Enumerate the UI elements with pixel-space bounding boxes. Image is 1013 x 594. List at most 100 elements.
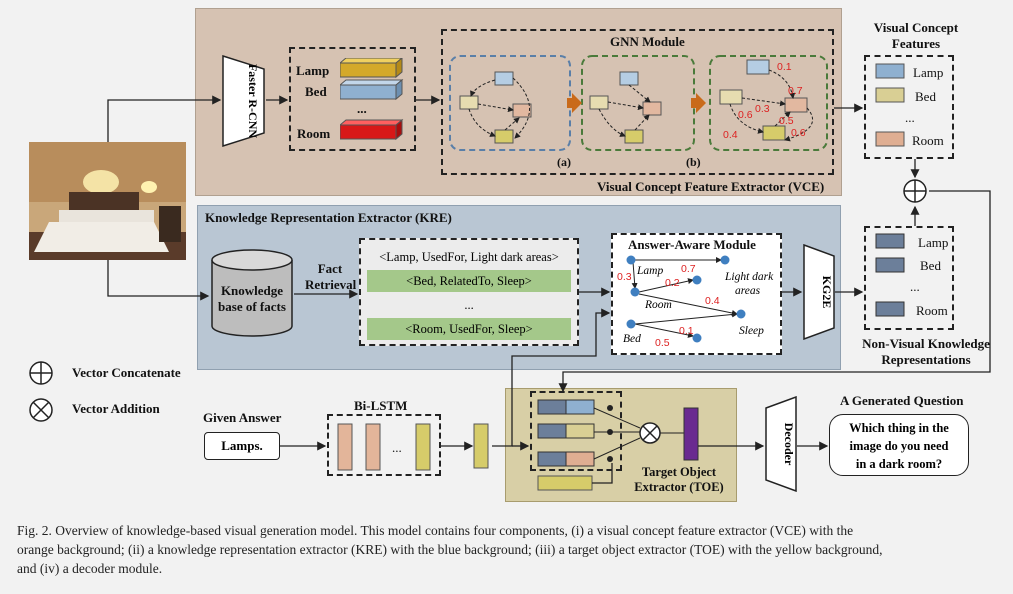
aam-title: Answer-Aware Module [628,237,756,252]
nonvisual-lamp: Lamp [918,235,949,250]
aam-weight: 0.7 [681,263,696,275]
toe-title-line2: Extractor (TOE) [634,480,724,494]
add-icon [29,398,53,422]
given-answer-title: Given Answer [203,410,282,425]
connector-arrows [107,95,991,484]
visual-feature-bed: Bed [915,89,936,104]
object-feature-bars [340,58,404,141]
fact-retrieval-line1: Fact [317,261,343,276]
nonvisual-title-line1: Non-Visual Knowledge [862,336,990,351]
aam-weight: 0.1 [679,325,694,337]
legend-add: Vector Addition [72,401,160,416]
visual-features-title-line1: Visual Concept [873,20,959,35]
gnn-title: GNN Module [610,34,685,49]
aam-node-sleep: Sleep [739,325,764,337]
visual-feature-blocks [875,63,905,147]
visual-features-title-line2: Features [891,36,941,51]
caption-line1: Fig. 2. Overview of knowledge-based visu… [17,523,854,538]
gnn-edge-weight: 0.5 [779,115,794,127]
decoder-block: Decoder [765,396,797,492]
visual-features-title: Visual Concept Features [866,20,966,52]
faster-rcnn-block: Faster R-CNN [222,55,265,147]
object-label-lamp: Lamp [296,63,330,78]
toe-title: Target Object Extractor (TOE) [624,465,734,495]
kre-title: Knowledge Representation Extractor (KRE) [205,210,452,225]
kg2e-label: KG2E [820,276,834,309]
concat-operator [903,179,927,203]
caption-line2: orange background; (ii) a knowledge repr… [17,542,883,557]
lamp-bar [340,58,403,79]
answer-embedding [473,423,489,469]
question-line2: image do you need [849,439,949,453]
object-list [289,47,416,151]
aam-node-bed: Bed [623,333,641,345]
gnn-edge-weight: 0.3 [755,103,770,115]
fact-row: <Lamp, UsedFor, Light dark areas> [367,246,571,268]
nonvisual-bed: Bed [920,258,941,273]
aam-weight: 0.5 [655,337,670,349]
aam-node-lamp: Lamp [636,265,663,277]
knowledge-base-label: Knowledge base of facts [212,283,292,315]
room-bar [340,118,404,141]
visual-features-box [864,55,954,159]
gnn-graphs: 0.1 0.7 0.3 0.5 0.6 0.6 0.4 [449,55,828,151]
decoder-label: Decoder [782,423,796,466]
fact-row: <Room, UsedFor, Sleep> [367,318,571,340]
aam-weight: 0.4 [705,295,720,307]
gnn-sub-a: (a) [557,155,571,169]
object-label-room: Room [297,126,331,141]
aam-node-light: Light dark [724,271,774,283]
fact-row: <Bed, RelatedTo, Sleep> [367,270,571,292]
faster-rcnn-label: Faster R-CNN [246,64,260,138]
gnn-edge-weight: 0.1 [777,61,792,73]
visual-feature-room: Room [912,133,944,148]
aam-weight: 0.3 [617,271,632,283]
visual-feature-lamp: Lamp [913,65,944,80]
question-line1: Which thing in the [849,421,949,435]
bed-bar [340,78,404,101]
knowledge-base-cylinder [211,249,293,337]
question-line3: in a dark room? [855,457,943,471]
answer-box: Lamps. [204,432,280,460]
figure-caption: Fig. 2. Overview of knowledge-based visu… [17,521,1007,578]
caption-line3: and (iv) a decoder module. [17,561,163,576]
nonvisual-title: Non-Visual Knowledge Representations [846,336,1006,368]
fact-retrieval-line2: Retrieval [305,277,357,292]
gnn-sub-b: (b) [686,155,701,169]
gnn-edge-weight: 0.7 [788,85,803,97]
vce-title: Visual Concept Feature Extractor (VCE) [597,179,825,194]
nonvisual-title-line2: Representations [881,352,971,367]
legend-concat: Vector Concatenate [72,365,181,380]
gnn-module [441,29,834,175]
nonvisual-room: Room [916,303,948,318]
aam-weight: 0.2 [665,277,680,289]
object-label-bed: Bed [305,84,327,99]
toe-internals [537,399,699,491]
nonvisual-ellipsis: ... [910,279,920,294]
aam-graph: Lamp Light dark areas Room Sleep Bed 0.3… [617,255,774,349]
nonvisual-box [864,226,954,330]
generated-question-box: Which thing in the image do you need in … [829,414,969,476]
visual-feature-ellipsis: ... [905,110,915,125]
kg2e-block: KG2E [803,244,835,340]
gnn-edge-weight: 0.6 [791,127,806,139]
bilstm-title: Bi-LSTM [354,398,408,413]
aam-node-areas: areas [735,285,761,297]
gnn-edge-weight: 0.6 [738,109,753,121]
fact-row: ... [367,294,571,316]
bilstm-ellipsis: ... [392,440,402,455]
fact-retrieval-label: Fact Retrieval [305,261,357,293]
bilstm-cells [337,423,431,471]
toe-title-line1: Target Object [641,465,717,479]
object-ellipsis: ... [357,101,367,116]
knowledge-base-line2: base of facts [218,299,286,314]
nonvisual-blocks [875,233,905,317]
input-image [29,142,186,260]
facts-list: <Lamp, UsedFor, Light dark areas> <Bed, … [359,238,579,346]
gnn-edge-weight: 0.4 [723,129,738,141]
generated-question-title: A Generated Question [840,393,964,408]
toe-inputs-box [530,391,622,471]
bilstm-box [327,414,441,476]
knowledge-base-line1: Knowledge [220,283,284,298]
concat-icon [29,361,53,385]
